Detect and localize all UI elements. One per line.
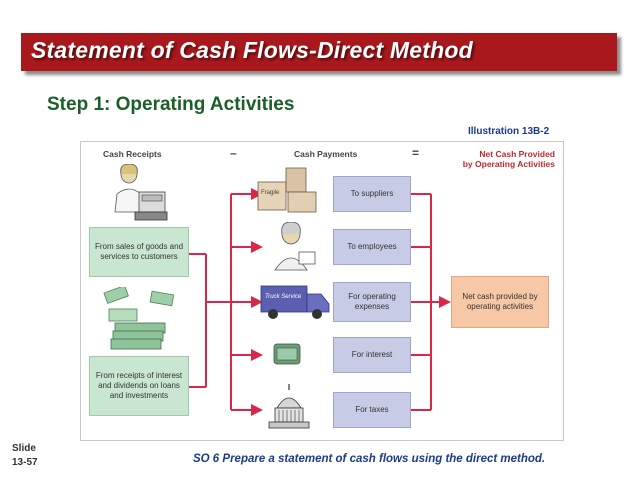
learning-objective-footer: SO 6 Prepare a statement of cash flows u… (193, 453, 546, 465)
header-net-cash: Net Cash Provided by Operating Activitie… (463, 149, 555, 169)
shipping-boxes-icon: Fragile (257, 167, 317, 213)
payment-to-suppliers: To suppliers (333, 176, 411, 212)
truck-label: Truck Service (265, 294, 302, 300)
box-label-fragile: Fragile (261, 190, 280, 196)
employee-icon (274, 222, 316, 271)
slide-number: Slide 13-57 (12, 442, 38, 470)
capitol-building-icon (268, 384, 310, 429)
slide-title: Statement of Cash Flows-Direct Method (31, 37, 473, 63)
header-net-cash-line2: by Operating Activities (462, 159, 555, 169)
step-heading: Step 1: Operating Activities (47, 94, 295, 115)
flow-arrows (188, 188, 451, 416)
cashier-icon (114, 164, 168, 221)
payment-for-interest: For interest (333, 337, 411, 373)
payment-for-taxes: For taxes (333, 392, 411, 428)
payment-to-employees: To employees (333, 229, 411, 265)
money-stack-icon (103, 287, 175, 350)
equals-sign: = (412, 146, 420, 160)
receipt-from-interest-dividends: From receipts of interest and dividends … (89, 356, 189, 416)
cash-flow-diagram: Cash Receipts – Cash Payments = Net Cash… (80, 141, 564, 441)
header-cash-payments: Cash Payments (294, 149, 358, 159)
truck-icon: Truck Service (260, 285, 330, 319)
receipt-from-sales: From sales of goods and services to cust… (89, 227, 189, 277)
header-net-cash-line1: Net Cash Provided (479, 149, 555, 159)
minus-sign: – (230, 146, 237, 160)
header-cash-receipts: Cash Receipts (103, 149, 162, 159)
cash-bundle-icon (273, 343, 301, 365)
payment-operating-expenses: For operating expenses (333, 282, 411, 322)
net-cash-result: Net cash provided by operating activitie… (451, 276, 549, 328)
slide-number-value: 13-57 (12, 457, 38, 468)
illustration-label: Illustration 13B-2 (468, 126, 550, 137)
title-banner: Statement of Cash Flows-Direct Method (21, 33, 617, 71)
slide-label: Slide (12, 443, 36, 454)
